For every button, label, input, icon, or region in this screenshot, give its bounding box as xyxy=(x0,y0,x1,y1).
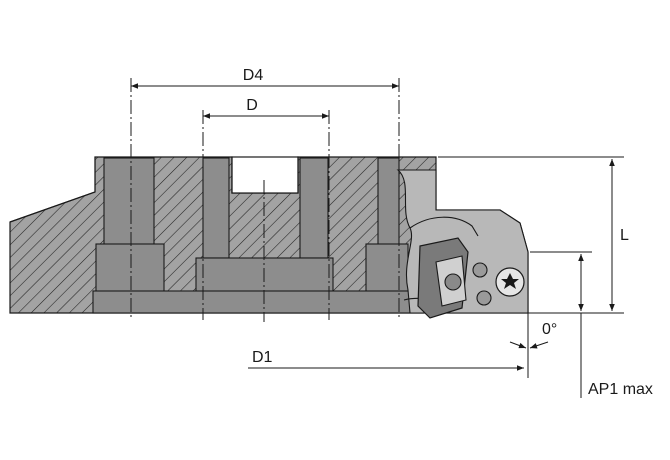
label-l: L xyxy=(620,227,629,244)
insert-pocket xyxy=(396,169,529,319)
center-bore-right-wall xyxy=(299,157,329,259)
drive-slot xyxy=(231,156,299,194)
center-bore-left-wall xyxy=(202,157,230,259)
bottom-face xyxy=(92,290,424,314)
dimension-d1: D1 xyxy=(248,349,524,371)
right-bore xyxy=(377,157,400,247)
left-bore xyxy=(103,157,155,247)
torx-icon xyxy=(501,273,519,289)
dimension-angle: 0° xyxy=(509,313,557,378)
label-ap1: AP1 max xyxy=(588,381,653,398)
center-lines xyxy=(130,78,400,322)
label-d4: D4 xyxy=(243,67,264,84)
dimension-d4: D4 xyxy=(131,67,399,89)
left-counterbore xyxy=(95,243,165,293)
dimension-ap1: AP1 max xyxy=(528,251,653,398)
dimension-d: D xyxy=(203,97,329,119)
insert-screw-icon xyxy=(444,273,462,291)
right-counterbore xyxy=(365,243,409,293)
label-d1: D1 xyxy=(252,349,273,366)
label-angle: 0° xyxy=(542,321,557,338)
dimension-l: L xyxy=(438,156,629,311)
label-d: D xyxy=(246,97,258,114)
